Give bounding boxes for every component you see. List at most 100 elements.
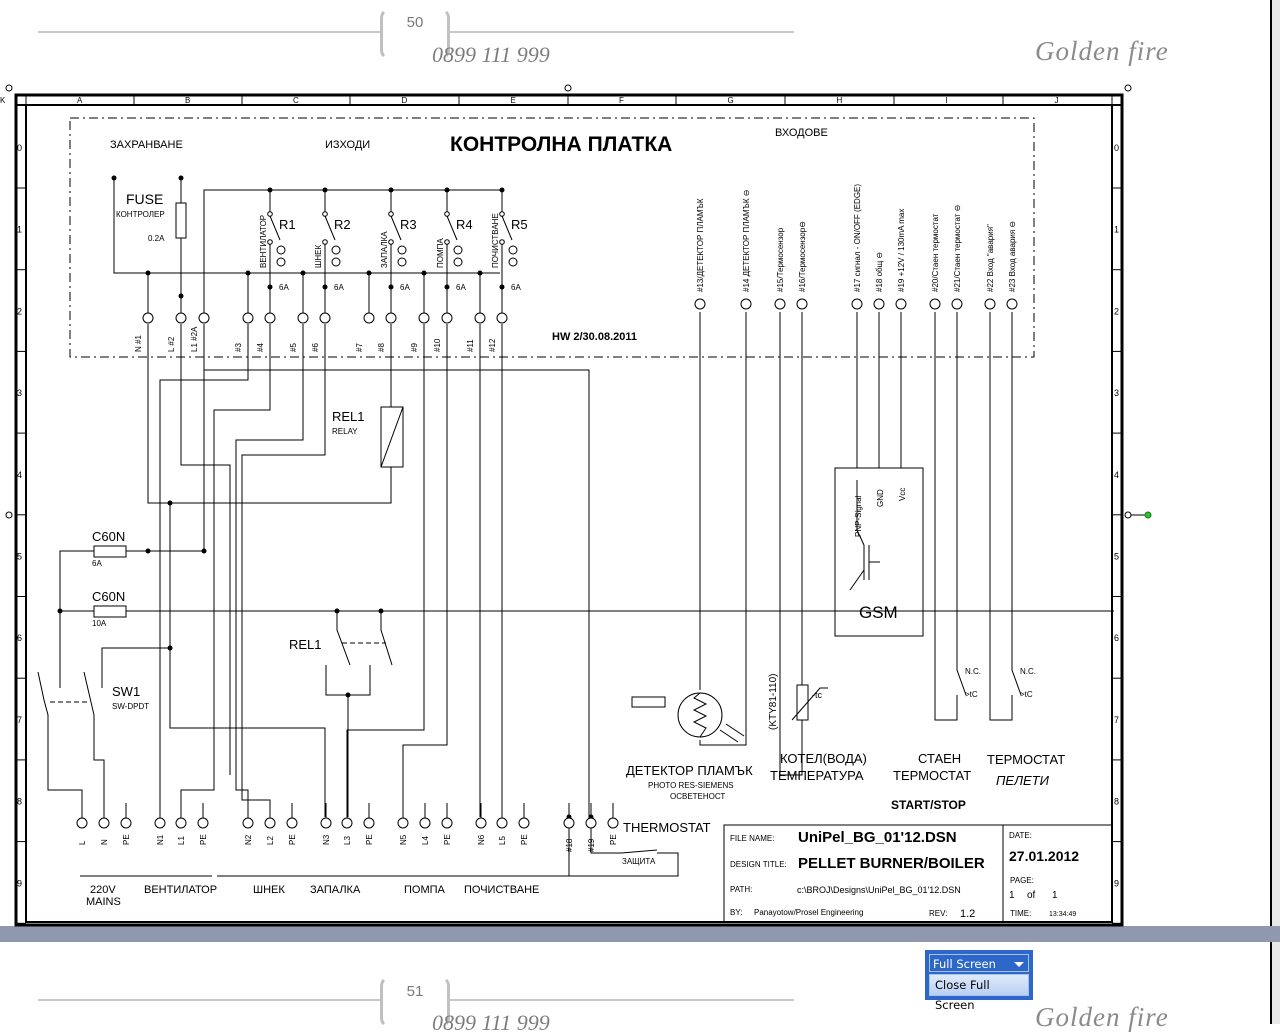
coil-terminal-icon [276,245,286,255]
column-dividers [25,95,1113,105]
input-terminal-label: #13/ДЕТЕКТОР ПЛАМЪК [696,198,705,292]
board-terminal-label: #5 [289,343,298,352]
board-terminal-label: #4 [256,343,265,352]
relay-contact [322,211,328,217]
close-full-screen-button[interactable]: Close Full Screen [929,974,1029,1012]
section-outputs: ИЗХОДИ [325,139,370,151]
bottom-terminal-label: PE [365,834,374,845]
fuse-sub: КОНТРОЛЕР [116,210,165,219]
bottom-terminal-label: L2 [266,836,275,845]
board-terminal [142,312,154,324]
page-number: 50 [406,14,424,31]
bottom-terminal [242,817,254,829]
room-thermostat-line2: ТЕРМОСТАТ [893,768,971,783]
bottom-terminal-label: L4 [421,836,430,845]
column-label: F [619,96,624,105]
input-terminal [895,298,907,310]
relay-name: R3 [400,217,417,232]
junction-dot [499,187,505,193]
bottom-terminal [98,817,110,829]
rotate-handle[interactable] [1144,511,1152,519]
breaker-10a-label: C60N [92,589,125,604]
start-stop-label: START/STOP [891,798,966,812]
bottom-terminal [76,817,88,829]
board-terminal-label: #3 [234,343,243,352]
column-label: D [402,96,408,105]
pellet-thermostat-line2: ПЕЛЕТИ [996,773,1050,788]
breaker-6a-label: C60N [92,529,125,544]
rel1-contacts-label: REL1 [289,637,322,652]
column-label: J [1055,96,1059,105]
bottom-terminal-label: PE [288,834,297,845]
board-terminal-label: #10 [433,338,442,352]
row-label-right: 8 [1114,797,1119,807]
input-terminal [929,298,941,310]
flame-detector-sub2: ОСВЕТЕНОСТ [670,792,725,801]
gsm-pin-vcc: Vcc [898,488,907,501]
bottom-terminal [320,817,332,829]
relay-load: ШНЕК [314,245,323,268]
bottom-terminal [419,817,431,829]
rel1-relay-sub: RELAY [332,427,358,436]
thermostat-label: THERMOSTAT [623,820,711,835]
room-thermostat-nc: N.C. [965,667,981,676]
path-label: PATH: [730,885,752,894]
relay-rating: 6A [400,283,410,292]
bottom-terminal [154,817,166,829]
by-label: BY: [730,908,742,917]
group-label: 220V [90,884,116,896]
section-power: ЗАХРАНВАНЕ [110,139,183,151]
input-terminal-label: #14 ДЕТЕКТОР ПЛАМЪК ⊖ [742,190,751,292]
board-terminal-label: N #1 [134,335,143,352]
relay-switch [501,215,513,241]
flame-detector-title: ДЕТЕКТОР ПЛАМЪК [626,763,753,778]
bottom-terminal [607,817,619,829]
relay-load: ПОМПА [436,238,445,268]
input-terminal-label: #18 общ ⊖ [875,252,884,292]
bottom-terminal-label: L1 [177,836,186,845]
column-label: E [511,96,516,105]
board-terminal [175,312,187,324]
section-inputs: ВХОДОВЕ [775,127,828,139]
bottom-terminal-label: L3 [343,836,352,845]
relay-contact [267,211,273,217]
input-terminal-label: #17 сигнал - ON/OFF (EDGE) [853,184,862,292]
thermostat-protection: ЗАЩИТА [622,857,656,866]
board-terminal-label: L #2 [167,336,176,352]
junction-dot [388,187,394,193]
time-value: 13:34:49 [1049,911,1076,918]
view-mode-select[interactable]: Full Screen [929,954,1029,972]
bottom-terminal-label: PE [122,834,131,845]
row-label-left: 2 [17,306,22,316]
page-value: 1 [1009,890,1015,901]
relay-switch [269,215,281,241]
relay-rating: 6A [456,283,466,292]
file-name: UniPel_BG_01'12.DSN [798,829,957,846]
relay-name: R2 [334,217,351,232]
junction-dot [267,187,273,193]
window-edge [1272,0,1280,1024]
bottom-terminal [120,817,132,829]
fullscreen-toolbar: Full Screen Close Full Screen [925,950,1033,1012]
board-terminal-label: #12 [488,338,497,352]
control-board-outline [69,117,1035,358]
input-terminal [740,298,752,310]
input-terminal-strip: #13/ДЕТЕКТОР ПЛАМЪК #14 ДЕТЕКТОР ПЛАМЪК ⊖… [694,184,1018,310]
column-label: G [728,96,734,105]
relay-name: R5 [511,217,528,232]
relay-common-bus [203,189,502,312]
relay-contact [499,239,505,245]
column-label: H [837,96,843,105]
row-label-right: 1 [1114,225,1119,235]
fuse-label: FUSE [126,191,163,207]
column-label: C [293,96,299,105]
coil-terminal-icon [508,257,518,267]
gsm-pin-gnd: GND [876,489,885,507]
relay-rating: 6A [334,283,344,292]
breaker-10a-rating: 10A [92,619,107,628]
view-mode-value: Full Screen [933,957,996,971]
row-label-right: 2 [1114,306,1119,316]
